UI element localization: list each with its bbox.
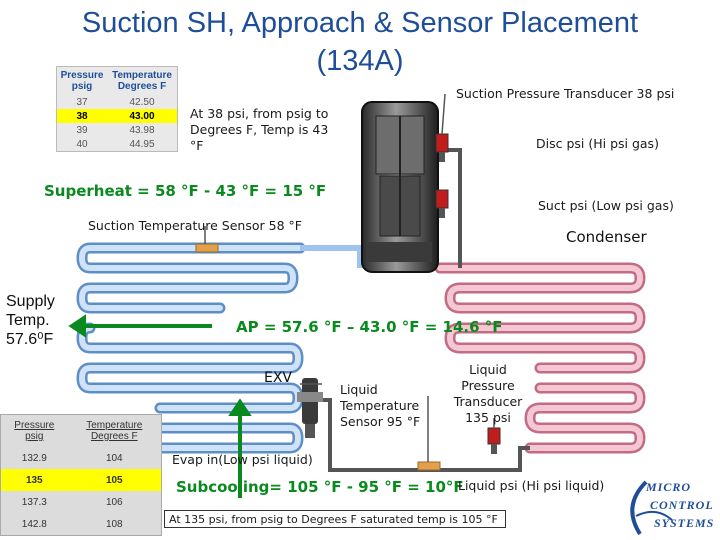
approach-label: AP = 57.6 °F – 43.0 °F = 14.6 °F <box>236 318 503 336</box>
pt-table-top-cell: 43.98 <box>129 124 155 136</box>
superheat-label: Superheat = 58 °F - 43 °F = 15 °F <box>44 182 327 200</box>
pt-table-bottom: Pressure psig Temperature Degrees F 132.… <box>0 414 162 536</box>
suction-temp-sensor <box>195 243 219 253</box>
liquid-pressure-transducer-label: Liquid Pressure Transducer 135 psi <box>453 362 523 425</box>
pt-table-top: Pressure psig Temperature Degrees F 37 42… <box>56 66 178 152</box>
pt-table-top-highlight-cell: 38 <box>76 110 88 122</box>
suction-transducer-label: Suction Pressure Transducer 38 psi <box>456 86 675 101</box>
pt-table-bottom-header-temperature: Temperature Degrees F <box>86 420 143 442</box>
pt-table-bottom-header-pressure: Pressure psig <box>14 420 55 442</box>
logo-line1: MICRO <box>646 480 692 494</box>
logo-line2: CONTROL <box>650 498 714 512</box>
suction-line <box>300 245 363 268</box>
saturated-note: At 135 psi, from psig to Degrees F satur… <box>164 510 506 528</box>
logo-swoosh-icon <box>630 480 673 536</box>
exv-label: EXV <box>264 370 293 386</box>
liquid-temp-sensor-label: Liquid Temperature Sensor 95 °F <box>340 382 421 429</box>
page-title-line1: Suction SH, Approach & Sensor Placement <box>81 7 639 39</box>
pt-table-top-header-temperature: Temperature Degrees F <box>112 70 172 92</box>
subcooling-label: Subcooling= 105 °F - 95 °F = 10°F <box>176 478 464 496</box>
company-logo: MICRO CONTROL SYSTEMS <box>616 476 720 538</box>
pt-table-bottom-highlight-cell: 105 <box>105 474 123 486</box>
pt-table-bottom-cell: 104 <box>105 452 123 464</box>
pt-table-bottom-cell: 106 <box>105 496 123 508</box>
psig-note: At 38 psi, from psig to Degrees F, Temp … <box>190 106 329 153</box>
pt-table-top-cell: 42.50 <box>129 96 155 108</box>
pt-table-top-cell: 40 <box>76 138 88 150</box>
discharge-transducer-sensor <box>435 189 449 218</box>
exv-valve <box>297 378 323 438</box>
pt-table-bottom-cell: 137.3 <box>21 496 47 508</box>
disc-psi-label: Disc psi (Hi psi gas) <box>536 136 659 151</box>
pt-table-bottom-highlight-cell: 135 <box>25 474 43 486</box>
supply-temp-arrow <box>68 314 212 338</box>
pt-table-top-cell: 37 <box>76 96 88 108</box>
liquid-transducer-sensor <box>487 427 501 454</box>
pt-table-top-highlight-cell: 43.00 <box>129 110 155 122</box>
page-title-line2: (134A) <box>316 45 404 77</box>
supply-temp-label: Supply Temp. 57.6⁰F <box>6 293 55 348</box>
logo-line3: SYSTEMS <box>654 516 715 530</box>
pt-table-bottom-cell: 108 <box>105 518 123 530</box>
pt-table-top-header-pressure: Pressure psig <box>60 70 104 92</box>
pt-table-bottom-cell: 142.8 <box>21 518 47 530</box>
evap-in-arrow <box>228 398 252 498</box>
evap-in-label: Evap in(Low psi liquid) <box>172 452 313 467</box>
suction-temp-sensor-label: Suction Temperature Sensor 58 °F <box>88 218 302 233</box>
pt-table-bottom-cell: 132.9 <box>21 452 47 464</box>
liquid-temp-sensor <box>417 461 441 471</box>
pt-table-top-cell: 39 <box>76 124 88 136</box>
pt-table-top-cell: 44.95 <box>129 138 155 150</box>
compressor <box>361 101 439 273</box>
condenser-label: Condenser <box>566 228 647 246</box>
suct-psi-label: Suct psi (Low psi gas) <box>538 198 674 213</box>
liquid-psi-label: Liquid psi (Hi psi liquid) <box>458 478 605 493</box>
